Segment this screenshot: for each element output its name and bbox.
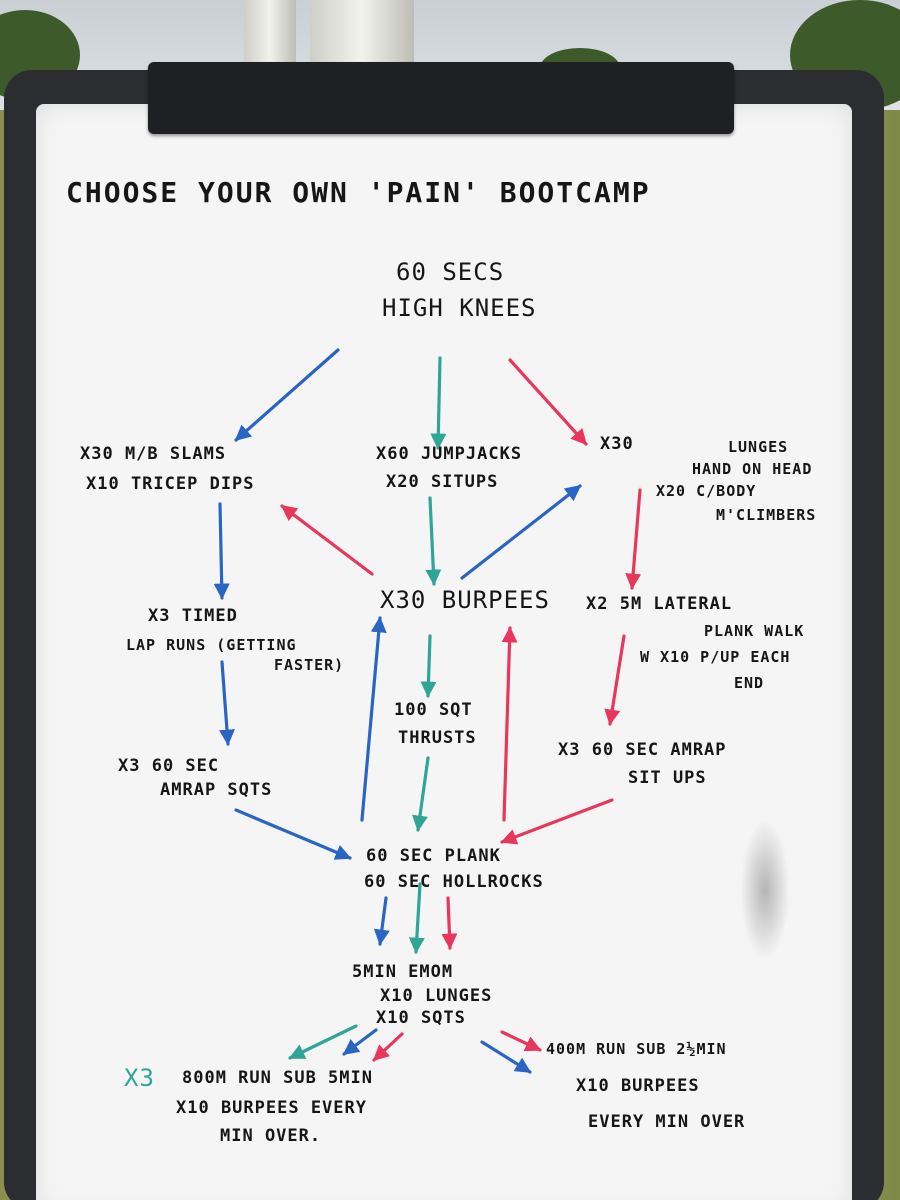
arrow-right1-to-right2 bbox=[625, 488, 642, 590]
left-step1-line1: X30 M/B SLAMS bbox=[80, 444, 227, 464]
arrow-left3-to-merge bbox=[234, 808, 352, 860]
arrow-start-to-left bbox=[234, 348, 340, 442]
arrow-emom-to-final-left-red bbox=[372, 1032, 404, 1062]
arrow-merge-to-emom-red bbox=[441, 896, 458, 950]
right-step1-line4: M'CLIMBERS bbox=[716, 506, 817, 524]
left-step2-line2: LAP RUNS (GETTING bbox=[126, 636, 297, 654]
arrow-merge-to-emom-teal bbox=[408, 882, 425, 954]
emom-line2: X10 LUNGES bbox=[380, 986, 493, 1006]
right-step1-line3: X20 C/BODY bbox=[656, 482, 757, 500]
arrow-burpees-to-right1 bbox=[460, 484, 582, 580]
center-step1-line1: X60 JUMPJACKS bbox=[376, 444, 523, 464]
left-step2-line3: FASTER) bbox=[274, 656, 345, 674]
right-step1-line1: LUNGES bbox=[728, 438, 789, 456]
final-left-line1: 800M RUN SUB 5MIN bbox=[182, 1068, 373, 1088]
arrow-center1-to-center2 bbox=[425, 496, 442, 586]
right-step2-line1: X2 5M LATERAL bbox=[586, 594, 733, 614]
arrow-merge-to-burpees-blue bbox=[360, 616, 387, 822]
arrow-right3-to-merge bbox=[500, 798, 614, 845]
paper-clip-bar bbox=[148, 62, 734, 134]
final-right-line1: 400M RUN SUB 2½MIN bbox=[546, 1040, 727, 1058]
merge-line1: 60 SEC PLANK bbox=[366, 846, 501, 866]
final-left-line2: X10 BURPEES EVERY bbox=[176, 1098, 367, 1118]
arrow-center2-to-center3 bbox=[420, 634, 437, 698]
marker-smudge bbox=[740, 820, 790, 960]
arrow-center3-to-merge bbox=[412, 756, 430, 832]
arrow-emom-to-final-left-teal bbox=[288, 1024, 358, 1060]
start-line1: 60 SECS bbox=[396, 258, 505, 286]
right-step2-line4: END bbox=[734, 674, 765, 692]
board-title: CHOOSE YOUR OWN 'PAIN' BOOTCAMP bbox=[66, 176, 651, 209]
final-right-line3: EVERY MIN OVER bbox=[588, 1112, 746, 1132]
arrow-start-to-right bbox=[508, 358, 588, 446]
left-step3-line1: X3 60 SEC bbox=[118, 756, 220, 776]
center-step1-line2: X20 SITUPS bbox=[386, 472, 499, 492]
arrow-emom-to-final-left-blue bbox=[342, 1028, 378, 1056]
arrow-burpees-to-left1 bbox=[280, 504, 374, 576]
pole-right bbox=[310, 0, 414, 66]
emom-line3: X10 SQTS bbox=[376, 1008, 466, 1028]
start-line2: HIGH KNEES bbox=[382, 294, 537, 322]
arrow-left1-to-left2 bbox=[213, 502, 230, 600]
final-left-multiplier: X3 bbox=[124, 1064, 155, 1092]
whiteboard-surface bbox=[36, 104, 852, 1200]
final-left-line3: MIN OVER. bbox=[220, 1126, 322, 1146]
right-step2-line3: W X10 P/UP EACH bbox=[640, 648, 791, 666]
final-right-line2: X10 BURPEES bbox=[576, 1076, 700, 1096]
arrow-merge-to-emom-blue bbox=[373, 896, 390, 946]
right-step2-line2: PLANK WALK bbox=[704, 622, 805, 640]
left-step3-line2: AMRAP SQTS bbox=[160, 780, 273, 800]
center-step3-line2: THRUSTS bbox=[398, 728, 477, 748]
pole-left bbox=[244, 0, 296, 66]
center-step3-line1: 100 SQT bbox=[394, 700, 473, 720]
left-step1-line2: X10 TRICEP DIPS bbox=[86, 474, 255, 494]
arrow-emom-to-final-right-blue bbox=[480, 1040, 532, 1074]
right-step3-line1: X3 60 SEC AMRAP bbox=[558, 740, 727, 760]
right-step1-line2: HAND ON HEAD bbox=[692, 460, 813, 478]
merge-line2: 60 SEC HOLLROCKS bbox=[364, 872, 544, 892]
center-step2-line1: X30 BURPEES bbox=[380, 586, 550, 614]
right-step1-prefix: X30 bbox=[600, 434, 634, 454]
arrow-merge-to-burpees-red bbox=[501, 626, 518, 822]
emom-line1: 5MIN EMOM bbox=[352, 962, 454, 982]
arrow-right2-to-right3 bbox=[604, 634, 626, 726]
arrow-emom-to-final-right-red bbox=[500, 1030, 542, 1052]
left-step2-line1: X3 TIMED bbox=[148, 606, 238, 626]
arrow-start-to-center bbox=[430, 356, 447, 450]
right-step3-line2: SIT UPS bbox=[628, 768, 707, 788]
arrow-left2-to-left3 bbox=[218, 660, 235, 746]
